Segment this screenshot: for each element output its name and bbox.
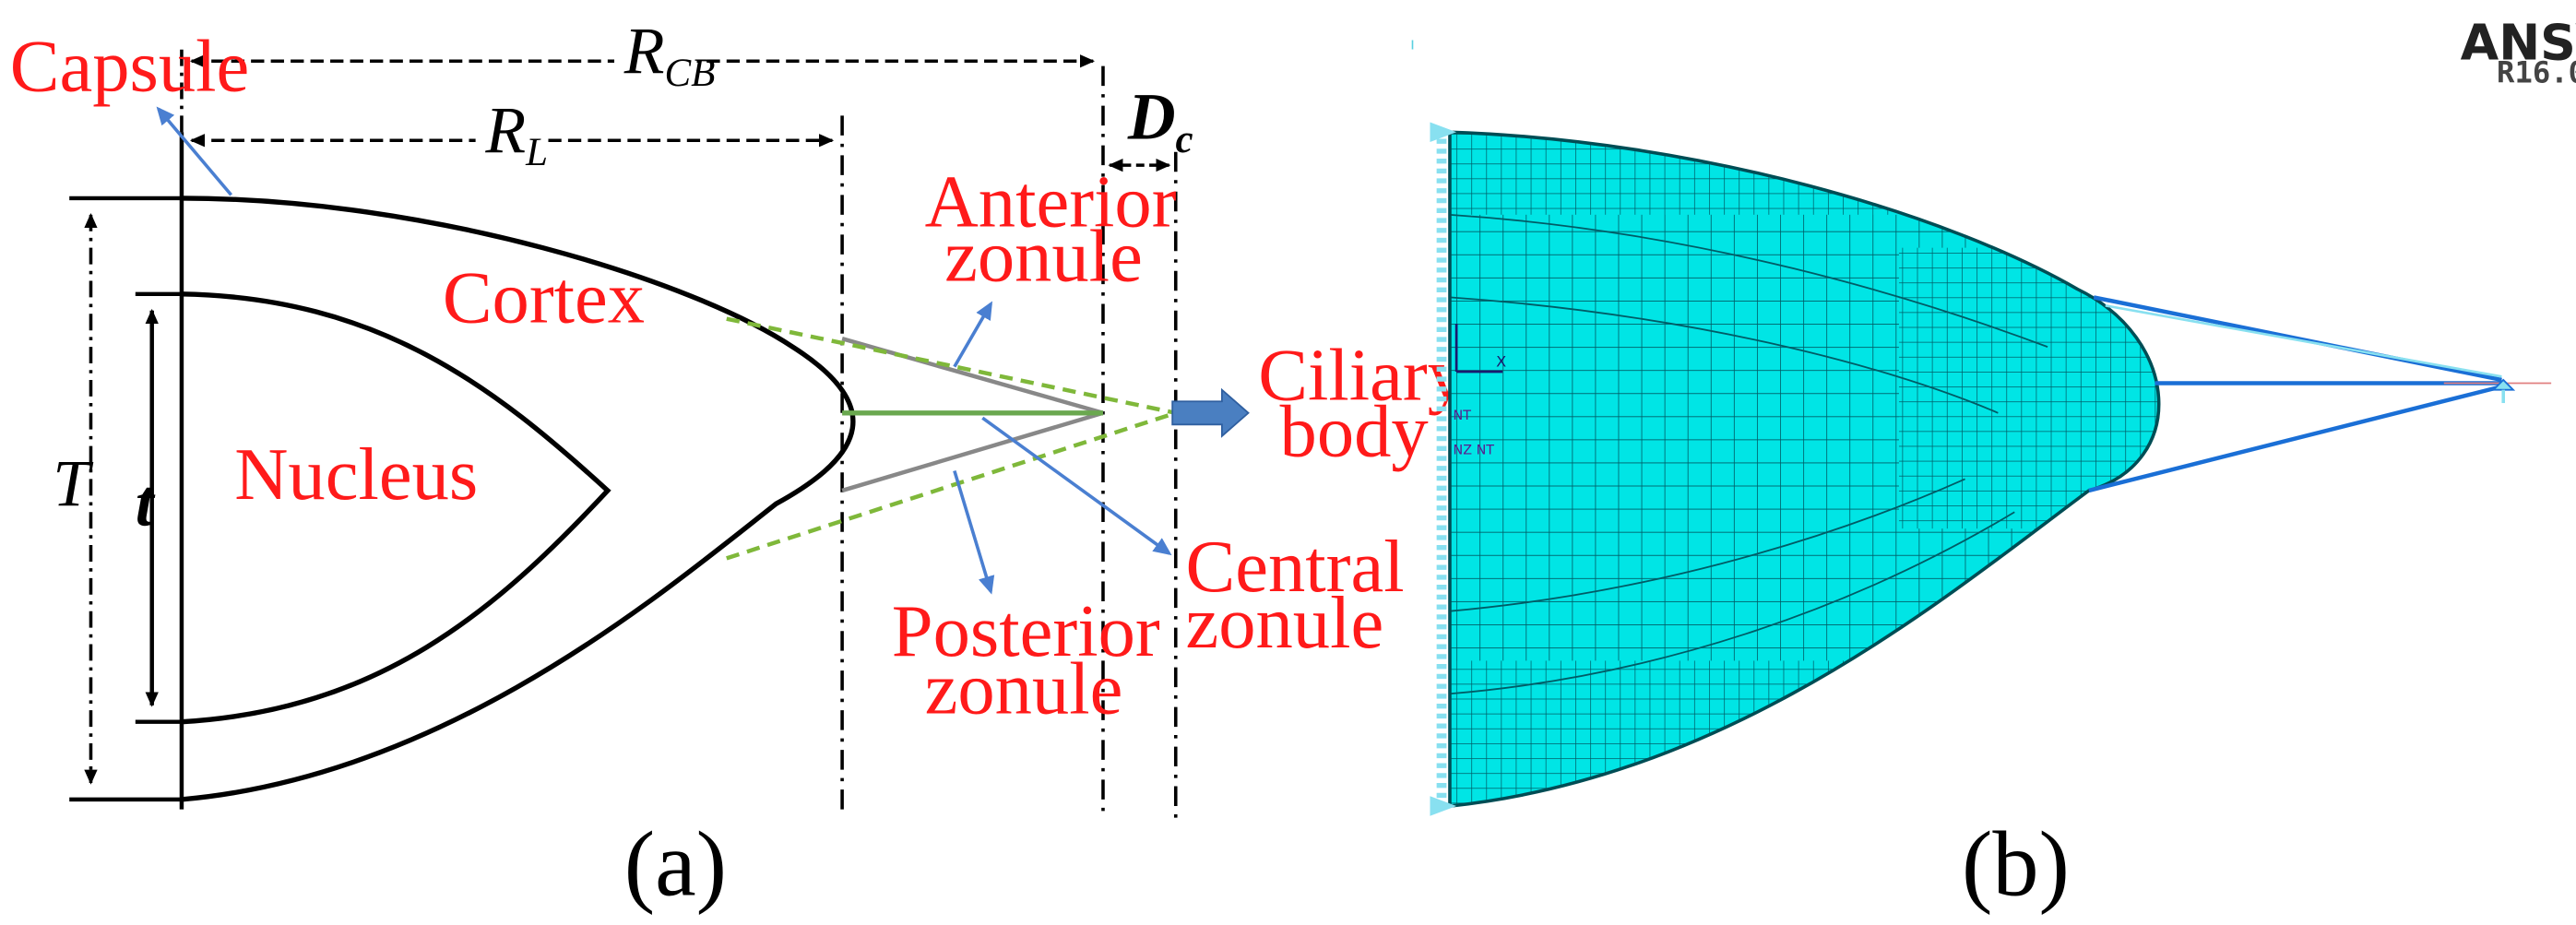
- posterior-zonule-label-line1: Posterior: [892, 590, 1160, 672]
- nucleus-label: Nucleus: [234, 433, 478, 516]
- anterior-zonule-pointer-arrow: [953, 301, 993, 368]
- svg-text:NZ NT: NZ NT: [1454, 444, 1495, 458]
- panel-a-schematic: T t RCB RL Dc: [10, 15, 1465, 916]
- posterior-zonule-solid: [841, 410, 1104, 493]
- fem-posterior-zonule: [2088, 384, 2502, 493]
- ciliary-body-label-line1: Ciliary: [1258, 334, 1465, 416]
- central-zonule-pointer-arrow: [981, 416, 1172, 556]
- boundary-top-marker: [1430, 122, 1457, 143]
- posterior-zonule-label-line2: zonule: [925, 648, 1123, 730]
- svg-text:X: X: [1496, 353, 1506, 371]
- svg-text:NT: NT: [1454, 409, 1472, 423]
- anterior-zonule-label-line2: zonule: [944, 215, 1143, 297]
- anterior-zonule-label-line1: Anterior: [925, 160, 1177, 243]
- lens-mesh-outline: [1448, 130, 2161, 809]
- coordinate-triad: X NT NZ NT: [1454, 324, 1506, 458]
- cortex-label: Cortex: [443, 256, 645, 338]
- RL-label-bg: [475, 112, 549, 166]
- central-zonule-label-line2: zonule: [1185, 582, 1383, 664]
- panel-b-fem-mesh: ANSYS R16.0 ı X NT NZ NT: [1410, 13, 2576, 915]
- Dc-dimension-label: Dc: [1127, 80, 1193, 160]
- lens-mesh-body: [1449, 132, 2159, 807]
- capsule-label: Capsule: [10, 25, 250, 107]
- panel-a-caption: (a): [624, 813, 727, 916]
- central-zonule-label-line1: Central: [1185, 526, 1404, 608]
- corner-marker: ı: [1410, 35, 1415, 54]
- ciliary-body-arrow: [1171, 387, 1250, 438]
- T-dimension-label: T: [53, 447, 94, 520]
- boundary-bottom-marker: [1430, 796, 1457, 816]
- nucleus-outline: [181, 291, 611, 725]
- RCB-label-bg: [614, 32, 697, 87]
- capsule-pointer-arrow: [156, 106, 233, 196]
- RCB-dimension-label: RCB: [623, 15, 716, 95]
- capsule-outline: [181, 196, 856, 802]
- panel-b-caption: (b): [1962, 813, 2070, 916]
- posterior-zonule-dashed: [726, 410, 1177, 561]
- ciliary-body-label-line2: body: [1280, 390, 1429, 472]
- t-dimension-label: t: [136, 468, 156, 540]
- fem-anterior-zonule: [2093, 295, 2502, 383]
- posterior-zonule-pointer-arrow: [953, 469, 995, 595]
- fem-anterior-zonule-shadow: [2105, 304, 2502, 378]
- RL-dimension-label: RL: [484, 94, 548, 174]
- anterior-zonule-dashed: [726, 316, 1177, 415]
- ansys-logo-text: ANSYS: [2461, 13, 2576, 71]
- ansys-version-text: R16.0: [2497, 55, 2576, 90]
